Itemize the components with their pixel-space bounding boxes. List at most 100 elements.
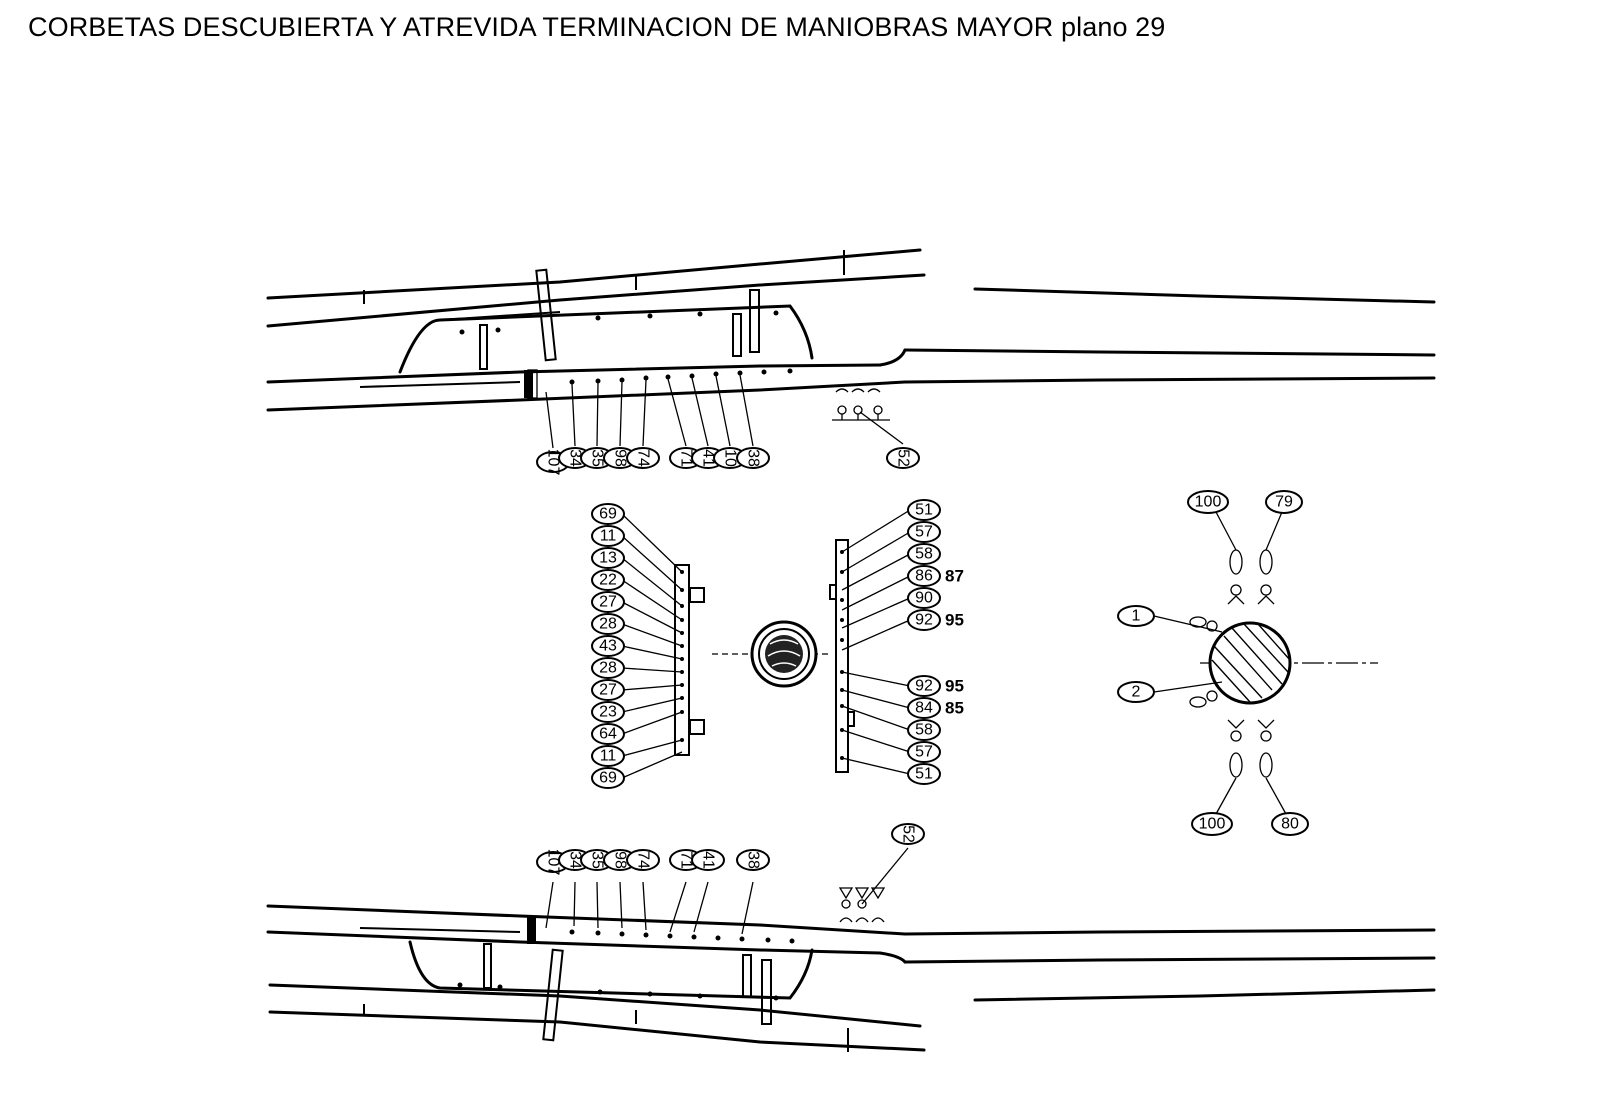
left-rail-label-22: 22 xyxy=(591,569,625,591)
right-rail-label-92: 92 xyxy=(907,609,941,631)
top-label-41-text: 41 xyxy=(700,449,717,467)
right-rail-label-57: 57 xyxy=(907,741,941,763)
right-rail-leaders xyxy=(841,509,911,775)
capstan xyxy=(712,620,828,688)
left-rail-label-27-text: 27 xyxy=(599,682,617,699)
mast-label-100-bottom: 100 xyxy=(1191,812,1233,836)
bottom-label-107-text: 107 xyxy=(545,849,562,876)
top-label-71-text: 71 xyxy=(678,449,695,467)
right-rail-label-92-text: 92 xyxy=(915,612,933,629)
left-rail-label-69: 69 xyxy=(591,767,625,789)
bottom-label-74: 74 xyxy=(626,849,660,871)
right-rail-label-84: 84 xyxy=(907,697,941,719)
top-label-10-text: 10 xyxy=(722,449,739,467)
mainmast-section xyxy=(1153,511,1378,815)
mast-labels: 100 79 1 2 100 80 xyxy=(1117,490,1309,836)
right-rail-labels: 51 57 58 86 90 92 92 84 58 57 51 87 95 95 85 xyxy=(907,499,964,785)
left-rail-label-69-text: 69 xyxy=(599,770,617,787)
right-rail-label-58-text: 58 xyxy=(915,722,933,739)
top-label-107: 107 xyxy=(536,449,570,475)
top-label-34-text: 34 xyxy=(567,449,584,467)
upper-deck-section xyxy=(266,248,1436,421)
mast-label-2: 2 xyxy=(1117,681,1155,703)
left-rail-label-13-text: 13 xyxy=(599,550,617,567)
bottom-label-74-text: 74 xyxy=(635,851,652,869)
mast-label-100-bottom-text: 100 xyxy=(1199,816,1226,833)
left-rail-label-13: 13 xyxy=(591,547,625,569)
left-rail-label-23: 23 xyxy=(591,701,625,723)
right-rail-label-92-text: 92 xyxy=(915,678,933,695)
left-rail-label-28: 28 xyxy=(591,613,625,635)
left-rail-label-11-text: 11 xyxy=(600,748,617,765)
left-rail-label-27: 27 xyxy=(591,679,625,701)
mast-label-80: 80 xyxy=(1271,812,1309,836)
right-rail-label-92: 92 xyxy=(907,675,941,697)
left-rail-label-64: 64 xyxy=(591,723,625,745)
bottom-label-41: 41 xyxy=(691,849,725,871)
top-label-74-text: 74 xyxy=(635,449,652,467)
right-rail-label-84-text: 84 xyxy=(915,700,933,717)
top-label-35-text: 35 xyxy=(589,449,606,467)
bottom-label-98-text: 98 xyxy=(612,851,629,869)
right-rail-extra-95-lower: 95 xyxy=(945,677,964,696)
top-label-52-text: 52 xyxy=(895,449,912,467)
bottom-leader-lines xyxy=(545,847,909,935)
mast-label-2-text: 2 xyxy=(1132,684,1141,701)
mast-label-80-text: 80 xyxy=(1281,816,1299,833)
left-rail-label-23-text: 23 xyxy=(599,704,617,721)
top-label-38-text: 38 xyxy=(745,449,762,467)
bottom-row-labels: 107 34 35 98 74 71 41 38 52 xyxy=(536,823,925,876)
mast-label-79: 79 xyxy=(1265,490,1303,514)
left-rail-label-64-text: 64 xyxy=(599,726,617,743)
right-rail-label-51-text: 51 xyxy=(915,766,933,783)
right-rail-label-57-text: 57 xyxy=(915,744,933,761)
left-rail-label-43: 43 xyxy=(591,635,625,657)
left-rail-label-28-text: 28 xyxy=(599,660,617,677)
right-rail-label-51: 51 xyxy=(907,499,941,521)
left-rail-label-28: 28 xyxy=(591,657,625,679)
right-pin-rail xyxy=(829,539,855,773)
right-rail-label-90: 90 xyxy=(907,587,941,609)
right-rail-extra-87: 87 xyxy=(945,567,964,586)
right-rail-label-58: 58 xyxy=(907,543,941,565)
mast-label-1-text: 1 xyxy=(1132,608,1141,625)
top-label-98-text: 98 xyxy=(612,449,629,467)
right-rail-label-58: 58 xyxy=(907,719,941,741)
left-rail-label-28-text: 28 xyxy=(599,616,617,633)
bottom-label-52-text: 52 xyxy=(900,825,917,843)
mast-label-100-top: 100 xyxy=(1187,490,1229,514)
mast-label-100-top-text: 100 xyxy=(1195,494,1222,511)
bottom-label-71-text: 71 xyxy=(678,851,695,869)
bottom-label-34-text: 34 xyxy=(567,851,584,869)
right-rail-extra-85: 85 xyxy=(945,699,964,718)
bottom-label-35-text: 35 xyxy=(589,851,606,869)
right-rail-label-86-text: 86 xyxy=(915,568,933,585)
left-rail-label-27-text: 27 xyxy=(599,594,617,611)
mast-label-79-text: 79 xyxy=(1275,494,1293,511)
left-pin-rail xyxy=(674,564,705,756)
left-rail-label-11: 11 xyxy=(591,525,625,547)
right-rail-label-51: 51 xyxy=(907,763,941,785)
right-rail-label-58-text: 58 xyxy=(915,546,933,563)
left-rail-label-22-text: 22 xyxy=(599,572,617,589)
bottom-label-38-text: 38 xyxy=(745,851,762,869)
bottom-label-41-text: 41 xyxy=(700,851,717,869)
mast-label-1: 1 xyxy=(1117,605,1155,627)
left-rail-leaders xyxy=(621,513,683,779)
right-rail-label-90-text: 90 xyxy=(915,590,933,607)
bottom-label-52: 52 xyxy=(891,823,925,845)
right-rail-label-51-text: 51 xyxy=(915,502,933,519)
right-rail-label-57: 57 xyxy=(907,521,941,543)
left-rail-label-69-text: 69 xyxy=(599,506,617,523)
right-rail-label-57-text: 57 xyxy=(915,524,933,541)
lower-deck-section xyxy=(266,887,1436,1052)
plan-title: CORBETAS DESCUBIERTA Y ATREVIDA TERMINAC… xyxy=(28,12,1166,42)
right-rail-extra-95-upper: 95 xyxy=(945,611,964,630)
left-rail-label-11-text: 11 xyxy=(600,528,617,545)
left-rail-label-27: 27 xyxy=(591,591,625,613)
left-rail-label-11: 11 xyxy=(591,745,625,767)
left-rail-label-69: 69 xyxy=(591,503,625,525)
left-rail-label-43-text: 43 xyxy=(599,638,617,655)
